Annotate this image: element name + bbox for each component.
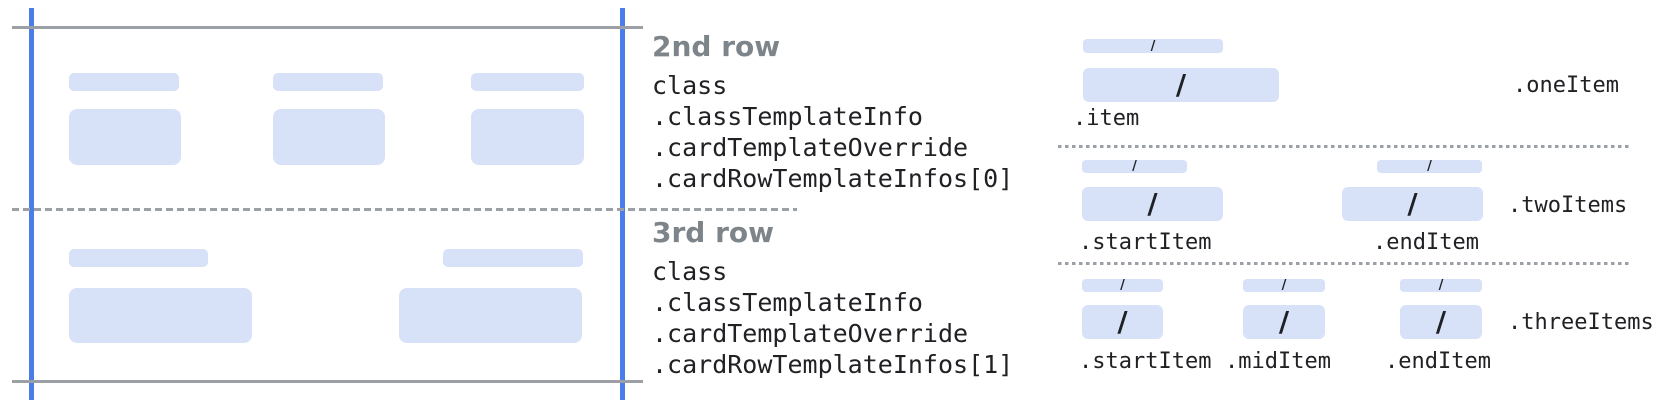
code-line: .classTemplateInfo (652, 288, 923, 317)
three-items-start-label-bar: / (1082, 279, 1163, 292)
two-items-end-value-bar: / (1342, 187, 1483, 221)
one-item-label-bar: / (1083, 39, 1223, 53)
slash-separator: / (1278, 305, 1290, 338)
two-items-row-label: .twoItems (1508, 193, 1628, 218)
slash-separator: / (1147, 187, 1158, 220)
code-line: class (652, 71, 728, 100)
slash-separator: / (1427, 159, 1432, 174)
two-items-end-label-bar: / (1377, 160, 1482, 173)
card-right-edge-line (620, 8, 625, 400)
code-line: .cardRowTemplateInfos[1] (652, 350, 1014, 379)
start-item-field-label: .startItem (1079, 230, 1212, 255)
slash-separator: / (1438, 278, 1444, 293)
row2-label-bar-1 (69, 73, 179, 91)
slash-separator: / (1175, 68, 1187, 101)
slash-separator: / (1281, 278, 1287, 293)
card-top-line (12, 26, 643, 29)
row3-value-bar-2 (399, 288, 582, 343)
end-item-field-label: .endItem (1385, 349, 1491, 374)
two-items-start-value-bar: / (1082, 187, 1223, 221)
card-left-edge-line (29, 8, 34, 400)
slash-separator: / (1150, 38, 1156, 54)
three-items-end-value-bar: / (1400, 305, 1482, 339)
slash-separator: / (1117, 305, 1128, 338)
three-items-mid-label-bar: / (1243, 279, 1325, 292)
variant-divider-dotted-line (1058, 262, 1630, 265)
one-item-row-label: .oneItem (1513, 73, 1619, 98)
three-items-end-label-bar: / (1400, 279, 1482, 292)
variant-divider-dotted-line (1058, 145, 1630, 148)
code-line: .classTemplateInfo (652, 102, 923, 131)
item-field-label: .item (1073, 106, 1140, 131)
row3-label-bar-1 (69, 249, 208, 267)
row2-heading: 2nd row (652, 30, 781, 63)
card-bottom-line (12, 380, 643, 383)
row2-value-bar-3 (471, 109, 584, 165)
slash-separator: / (1120, 278, 1125, 293)
three-items-row-label: .threeItems (1508, 310, 1654, 335)
three-items-mid-value-bar: / (1243, 305, 1325, 339)
slash-separator: / (1435, 305, 1447, 338)
three-items-start-value-bar: / (1082, 305, 1163, 339)
code-line: .cardTemplateOverride (652, 319, 969, 348)
code-line: class (652, 257, 728, 286)
row3-value-bar-1 (69, 288, 252, 343)
row3-code-block: class .classTemplateInfo .cardTemplateOv… (652, 256, 1013, 380)
row2-value-bar-2 (273, 109, 385, 165)
row2-value-bar-1 (69, 109, 181, 165)
row3-heading: 3rd row (652, 216, 774, 249)
row-divider-dashed-line (12, 208, 797, 211)
row3-label-bar-2 (443, 249, 583, 267)
row2-label-bar-3 (471, 73, 584, 91)
row2-label-bar-2 (273, 73, 383, 91)
end-item-field-label: .endItem (1373, 230, 1479, 255)
start-item-field-label: .startItem (1079, 349, 1212, 374)
two-items-start-label-bar: / (1082, 160, 1187, 173)
one-item-value-bar: / (1083, 68, 1279, 102)
slash-separator: / (1132, 159, 1137, 174)
code-line: .cardRowTemplateInfos[0] (652, 164, 1014, 193)
code-line: .cardTemplateOverride (652, 133, 969, 162)
mid-item-field-label: .midItem (1225, 349, 1331, 374)
row2-code-block: class .classTemplateInfo .cardTemplateOv… (652, 70, 1013, 194)
slash-separator: / (1407, 187, 1418, 220)
